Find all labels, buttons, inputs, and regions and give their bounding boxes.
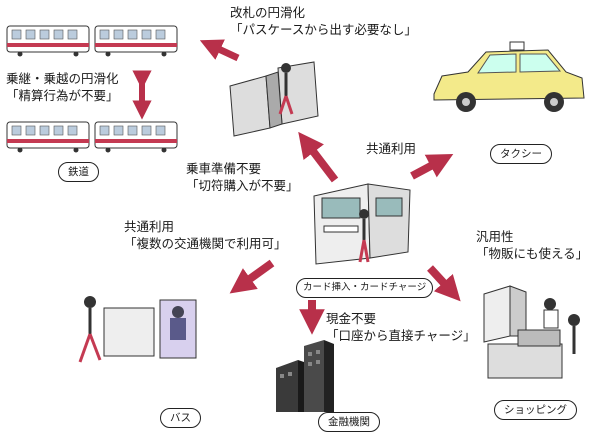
annotation-versatility-note: 「物販にも使える」 (476, 246, 589, 261)
annotation-ticket: 乗車準備不要 「切符購入が不要」 (186, 160, 299, 194)
annotation-multi-note: 「複数の交通機関で利用可」 (124, 236, 287, 251)
arrow-to-taxi (410, 153, 454, 180)
annotation-cashless-note: 「口座から直接チャージ」 (326, 328, 476, 343)
shopping-illustration (483, 285, 580, 379)
annotation-taxi-use: 共通利用 (366, 140, 416, 157)
card-machine-illustration (313, 183, 411, 265)
node-label-bank: 金融機関 (318, 412, 380, 432)
annotation-gate-note: 「パスケースから出す必要なし」 (230, 22, 417, 37)
annotation-transfer-title: 乗継・乗越の円滑化 (6, 71, 119, 86)
annotation-ticket-title: 乗車準備不要 (186, 161, 262, 176)
arrow-to-bus (229, 259, 275, 294)
annotation-gate: 改札の円滑化 「パスケースから出す必要なし」 (230, 4, 417, 38)
bank-building-illustration (276, 340, 334, 412)
annotation-transfer-note: 「精算行為が不要」 (6, 88, 119, 103)
node-label-center: カード挿入・カードチャージ (296, 278, 434, 298)
node-label-shopping: ショッピング (494, 400, 577, 420)
annotation-gate-title: 改札の円滑化 (230, 5, 306, 20)
train-illustration-bottom (6, 121, 178, 153)
annotation-ticket-note: 「切符購入が不要」 (186, 178, 299, 193)
node-label-railway: 鉄道 (58, 162, 99, 182)
annotation-multi: 共通利用 「複数の交通機関で利用可」 (124, 218, 287, 252)
annotation-cashless-title: 現金不要 (326, 311, 377, 326)
arrow-to-gate (298, 131, 339, 183)
annotation-versatility-title: 汎用性 (476, 229, 514, 244)
arrow-to-shopping (427, 265, 461, 302)
annotation-versatility: 汎用性 「物販にも使える」 (476, 228, 588, 262)
arrow-gate-to-railway (199, 39, 240, 62)
annotation-cashless: 現金不要 「口座から直接チャージ」 (326, 310, 476, 344)
node-label-taxi: タクシー (490, 144, 552, 164)
annotation-multi-title: 共通利用 (124, 219, 175, 234)
node-label-bus: バス (160, 408, 201, 428)
taxi-illustration (433, 41, 585, 112)
annotation-transfer: 乗継・乗越の円滑化 「精算行為が不要」 (6, 70, 119, 104)
ticket-gate-illustration (229, 61, 319, 137)
bus-illustration (78, 296, 197, 363)
train-illustration-top (6, 25, 178, 57)
annotation-taxi-use-title: 共通利用 (366, 141, 417, 156)
